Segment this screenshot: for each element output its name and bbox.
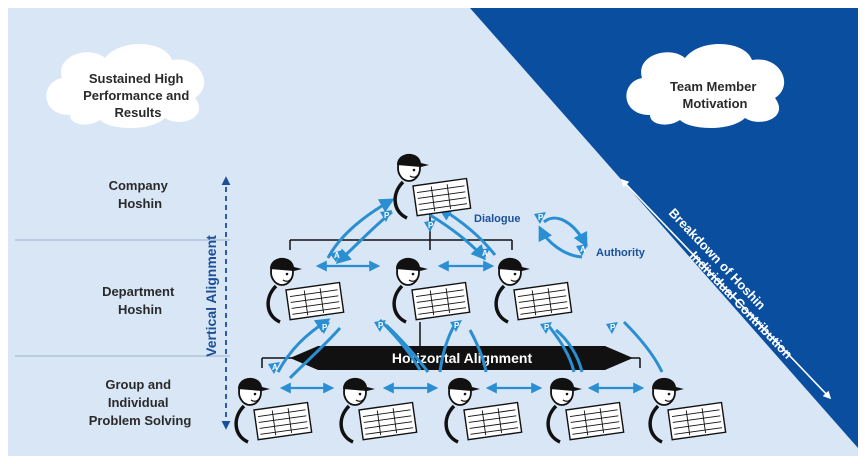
pa-markers: P A P A P A A P P P P P — [268, 210, 618, 374]
level-group-line-3: Problem Solving — [89, 413, 192, 428]
level-department-line-1: Department — [102, 284, 175, 299]
p-marker-group-1: P — [318, 322, 330, 334]
pa-arrows — [276, 198, 664, 380]
a-marker-top-left: A — [330, 250, 342, 262]
cloud-left-line-2: Performance and — [83, 88, 189, 103]
level-company-line-1: Company — [109, 178, 169, 193]
cloud-left — [46, 43, 205, 128]
p-marker-group-4: P — [540, 322, 552, 334]
level-department-label: Department Hoshin — [102, 284, 178, 317]
svg-text:P: P — [454, 321, 460, 330]
a-marker-top-right: A — [478, 248, 490, 260]
level-group-label: Group and Individual Problem Solving — [89, 377, 192, 428]
p-marker-group-5: P — [606, 322, 618, 334]
legend-dialogue: Dialogue — [474, 213, 520, 225]
p-marker-legend: P — [534, 212, 546, 224]
p-marker-group-2: P — [374, 320, 386, 332]
p-marker-top-right: P — [424, 220, 436, 232]
vertical-alignment-label: Vertical Alignment — [203, 235, 219, 357]
level-group-line-2: Individual — [108, 395, 169, 410]
svg-text:P: P — [322, 323, 328, 332]
level-group-line-1: Group and — [105, 377, 171, 392]
level-department-line-2: Hoshin — [118, 302, 162, 317]
svg-text:P: P — [384, 211, 390, 220]
legend-authority: Authority — [596, 247, 646, 259]
cloud-left-line-3: Results — [115, 105, 162, 120]
horizontal-alignment-label: Horizontal Alignment — [392, 350, 533, 366]
svg-text:P: P — [544, 323, 550, 332]
a-marker-legend: A — [576, 244, 588, 256]
cloud-right-text: Team Member Motivation — [670, 79, 760, 111]
a-marker-group-1: A — [268, 362, 280, 374]
svg-text:P: P — [610, 323, 616, 332]
cloud-right — [626, 43, 785, 128]
level-company-label: Company Hoshin — [109, 178, 172, 211]
cloud-right-line-2: Motivation — [683, 96, 748, 111]
cloud-left-line-1: Sustained High — [89, 71, 184, 86]
svg-text:A: A — [272, 363, 278, 372]
breakdown-arrow — [620, 178, 832, 400]
horizontal-alignment-bar: Horizontal Alignment — [290, 346, 633, 370]
cloud-right-line-1: Team Member — [670, 79, 756, 94]
svg-text:A: A — [482, 249, 488, 258]
svg-text:A: A — [334, 251, 340, 260]
cloud-left-text: Sustained High Performance and Results — [83, 71, 193, 120]
svg-text:A: A — [580, 245, 586, 254]
svg-text:P: P — [378, 321, 384, 330]
svg-text:P: P — [538, 213, 544, 222]
svg-text:P: P — [428, 221, 434, 230]
p-marker-group-3: P — [450, 320, 462, 332]
level-company-line-2: Hoshin — [118, 196, 162, 211]
p-marker-top-left: P — [380, 210, 392, 222]
